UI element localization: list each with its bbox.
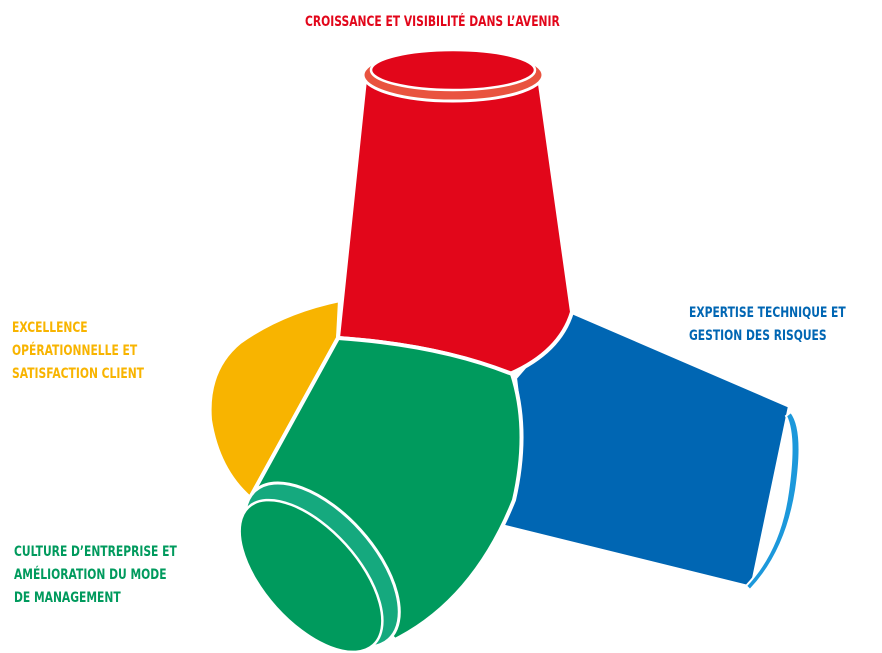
pillar-label-bottom: CULTURE D’ENTREPRISE ET AMÉLIORATION DU …	[14, 541, 177, 611]
pillar-label-right: EXPERTISE TECHNIQUE ET GESTION DES RISQU…	[689, 302, 846, 348]
red-leg-top-face	[371, 50, 535, 90]
label-line: GESTION DES RISQUES	[689, 325, 846, 348]
label-line: EXCELLENCE	[12, 317, 144, 340]
red-leg	[338, 70, 572, 374]
label-line: SATISFACTION CLIENT	[12, 363, 144, 386]
pillar-label-top: CROISSANCE ET VISIBILITÉ DANS L’AVENIR	[305, 11, 560, 34]
label-line: OPÉRATIONNELLE ET	[12, 340, 144, 363]
label-line: DE MANAGEMENT	[14, 587, 177, 610]
label-line: AMÉLIORATION DU MODE	[14, 564, 177, 587]
label-line: EXPERTISE TECHNIQUE ET	[689, 302, 846, 325]
pillar-label-left: EXCELLENCE OPÉRATIONNELLE ET SATISFACTIO…	[12, 317, 144, 387]
label-line: CROISSANCE ET VISIBILITÉ DANS L’AVENIR	[305, 11, 560, 34]
label-line: CULTURE D’ENTREPRISE ET	[14, 541, 177, 564]
